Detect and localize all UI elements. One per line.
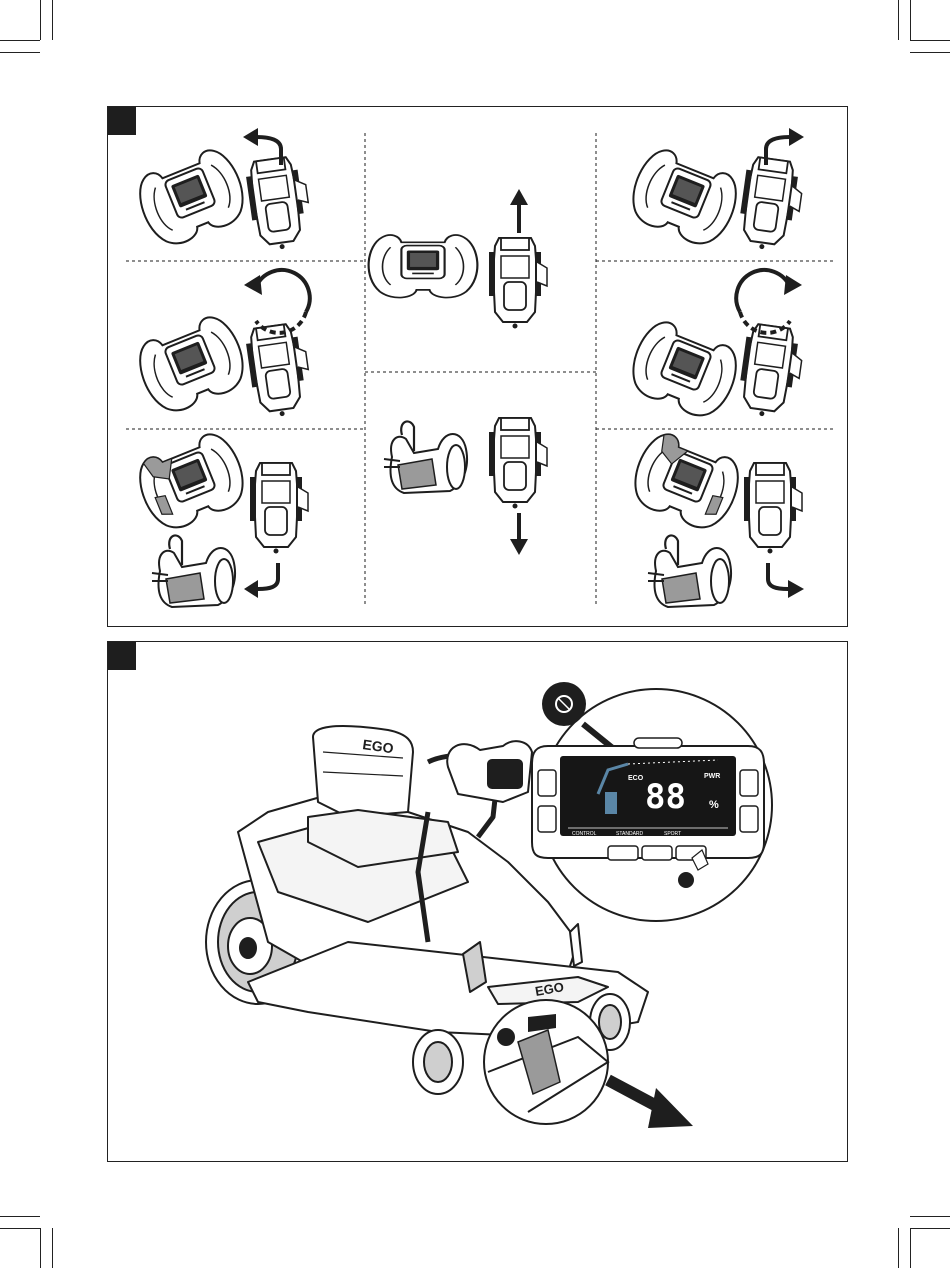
callout-marker-dot bbox=[497, 1028, 515, 1046]
cell-left-reverse bbox=[131, 428, 308, 607]
cell-right-reverse bbox=[625, 428, 804, 607]
release-arrow-icon bbox=[648, 1088, 693, 1128]
rotate-cw-arrow-icon bbox=[784, 275, 802, 295]
lcd-drive-mode-sport: SPORT bbox=[664, 831, 681, 837]
turn-left-arrow-icon bbox=[243, 128, 258, 146]
rotate-ccw-arrow-icon bbox=[244, 275, 262, 295]
lcd-mode-pwr: PWR bbox=[704, 773, 720, 780]
figure-mower-display: EGO EGO bbox=[107, 641, 848, 1162]
crop-mark bbox=[910, 1216, 950, 1217]
crop-mark bbox=[0, 1216, 40, 1217]
lcd-drive-mode-control: CONTROL bbox=[572, 831, 596, 837]
crop-mark bbox=[910, 52, 950, 53]
cell-forward bbox=[369, 189, 547, 329]
lcd-battery-value: 88 bbox=[645, 780, 686, 814]
crop-mark bbox=[910, 0, 911, 40]
crop-mark bbox=[52, 0, 53, 40]
turn-right-arrow-icon bbox=[789, 128, 804, 146]
lcd-drive-mode-standard: STANDARD bbox=[616, 831, 643, 837]
figure-steering-operations bbox=[107, 106, 848, 627]
crop-mark bbox=[0, 52, 40, 53]
reverse-arrow-icon bbox=[510, 539, 528, 555]
reverse-left-arrow-icon bbox=[244, 580, 258, 598]
forward-arrow-icon bbox=[510, 189, 528, 205]
mower-illustration: EGO EGO bbox=[108, 642, 849, 1163]
reverse-right-arrow-icon bbox=[788, 580, 804, 598]
crop-mark bbox=[910, 1228, 950, 1229]
pedal-detail-callout bbox=[484, 1000, 608, 1124]
crop-mark bbox=[898, 0, 899, 40]
crop-mark bbox=[40, 0, 41, 40]
lcd-battery-unit: % bbox=[709, 799, 719, 811]
crop-mark bbox=[0, 1228, 40, 1229]
cell-right-spin bbox=[623, 270, 806, 424]
crop-mark bbox=[910, 1228, 911, 1268]
crop-mark bbox=[898, 1228, 899, 1268]
button-marker-dot bbox=[678, 872, 694, 888]
cell-reverse bbox=[384, 418, 547, 555]
crop-mark bbox=[0, 40, 40, 41]
lcd-mode-eco: ECO bbox=[628, 775, 643, 782]
crop-mark bbox=[52, 1228, 53, 1268]
cell-right-turn bbox=[623, 128, 806, 254]
cell-left-turn bbox=[131, 128, 314, 253]
cell-left-spin bbox=[131, 270, 314, 420]
crop-mark bbox=[910, 40, 950, 41]
steering-diagram bbox=[108, 107, 849, 628]
crop-mark bbox=[40, 1228, 41, 1268]
